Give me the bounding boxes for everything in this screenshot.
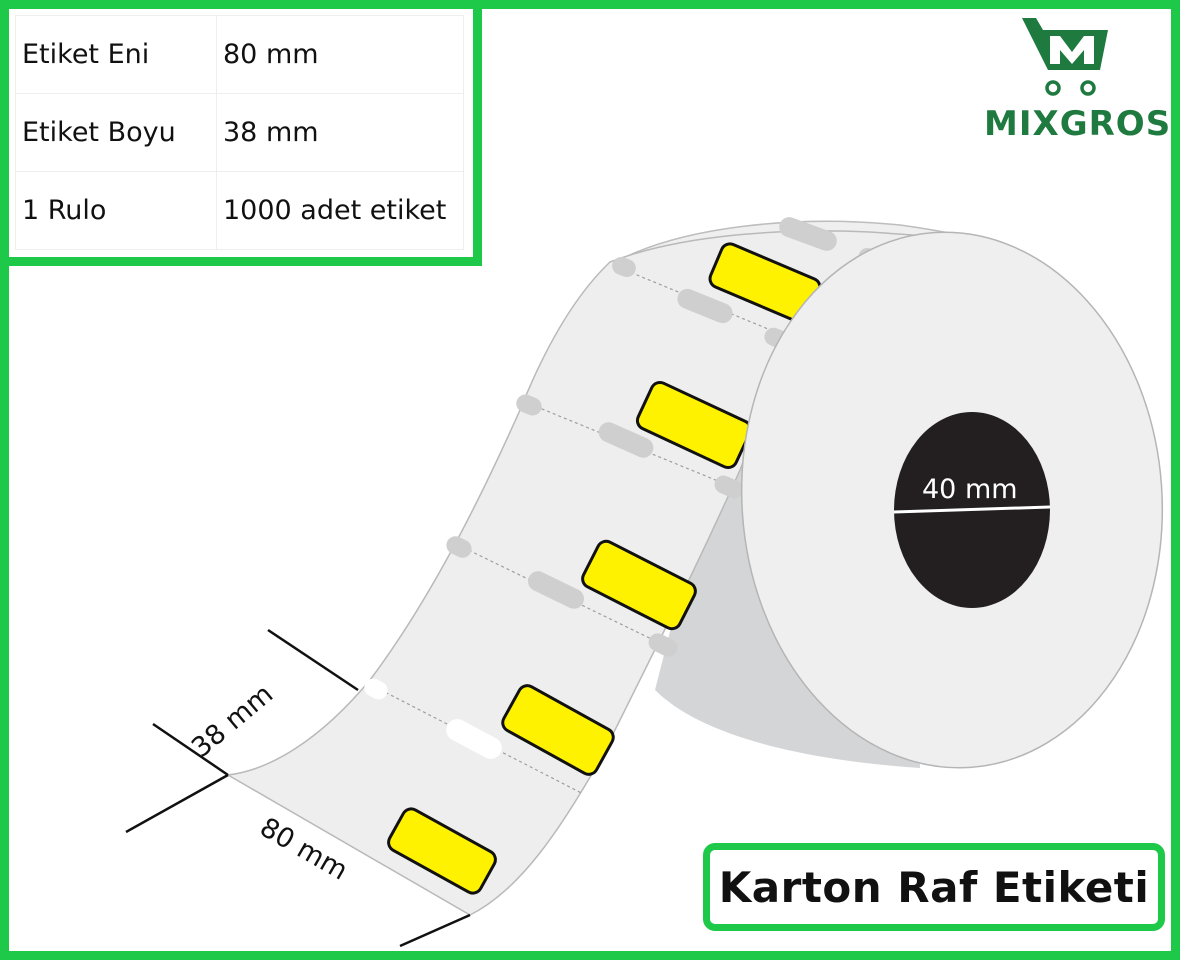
core-diameter-label: 40 mm: [922, 474, 1018, 505]
spec-value: 38 mm: [216, 93, 464, 172]
spec-table: Etiket Eni 80 mm Etiket Boyu 38 mm 1 Rul…: [15, 15, 464, 250]
product-title-box: Karton Raf Etiketi: [703, 843, 1165, 931]
yellow-label: [501, 684, 615, 776]
table-row: Etiket Boyu 38 mm: [15, 93, 464, 172]
core-diameter-line: [893, 505, 1051, 514]
spec-key: Etiket Boyu: [15, 93, 217, 172]
spec-key: Etiket Eni: [15, 15, 217, 94]
table-row: Etiket Eni 80 mm: [15, 15, 464, 94]
yellow-labels: [387, 242, 822, 895]
spec-table-box: Etiket Eni 80 mm Etiket Boyu 38 mm 1 Rul…: [0, 0, 482, 266]
spec-value: 1000 adet etiket: [216, 171, 464, 250]
dimension-lines: [125, 628, 471, 948]
table-row: 1 Rulo 1000 adet etiket: [15, 171, 464, 250]
spec-key: 1 Rulo: [15, 171, 217, 250]
yellow-label: [387, 807, 497, 895]
yellow-label: [581, 539, 697, 631]
brand-logo-text: MIXGROS: [984, 104, 1172, 144]
mixgros-cart-icon: [1022, 18, 1108, 96]
product-title: Karton Raf Etiketi: [718, 862, 1150, 912]
spec-value: 80 mm: [216, 15, 464, 94]
yellow-label: [635, 380, 753, 470]
